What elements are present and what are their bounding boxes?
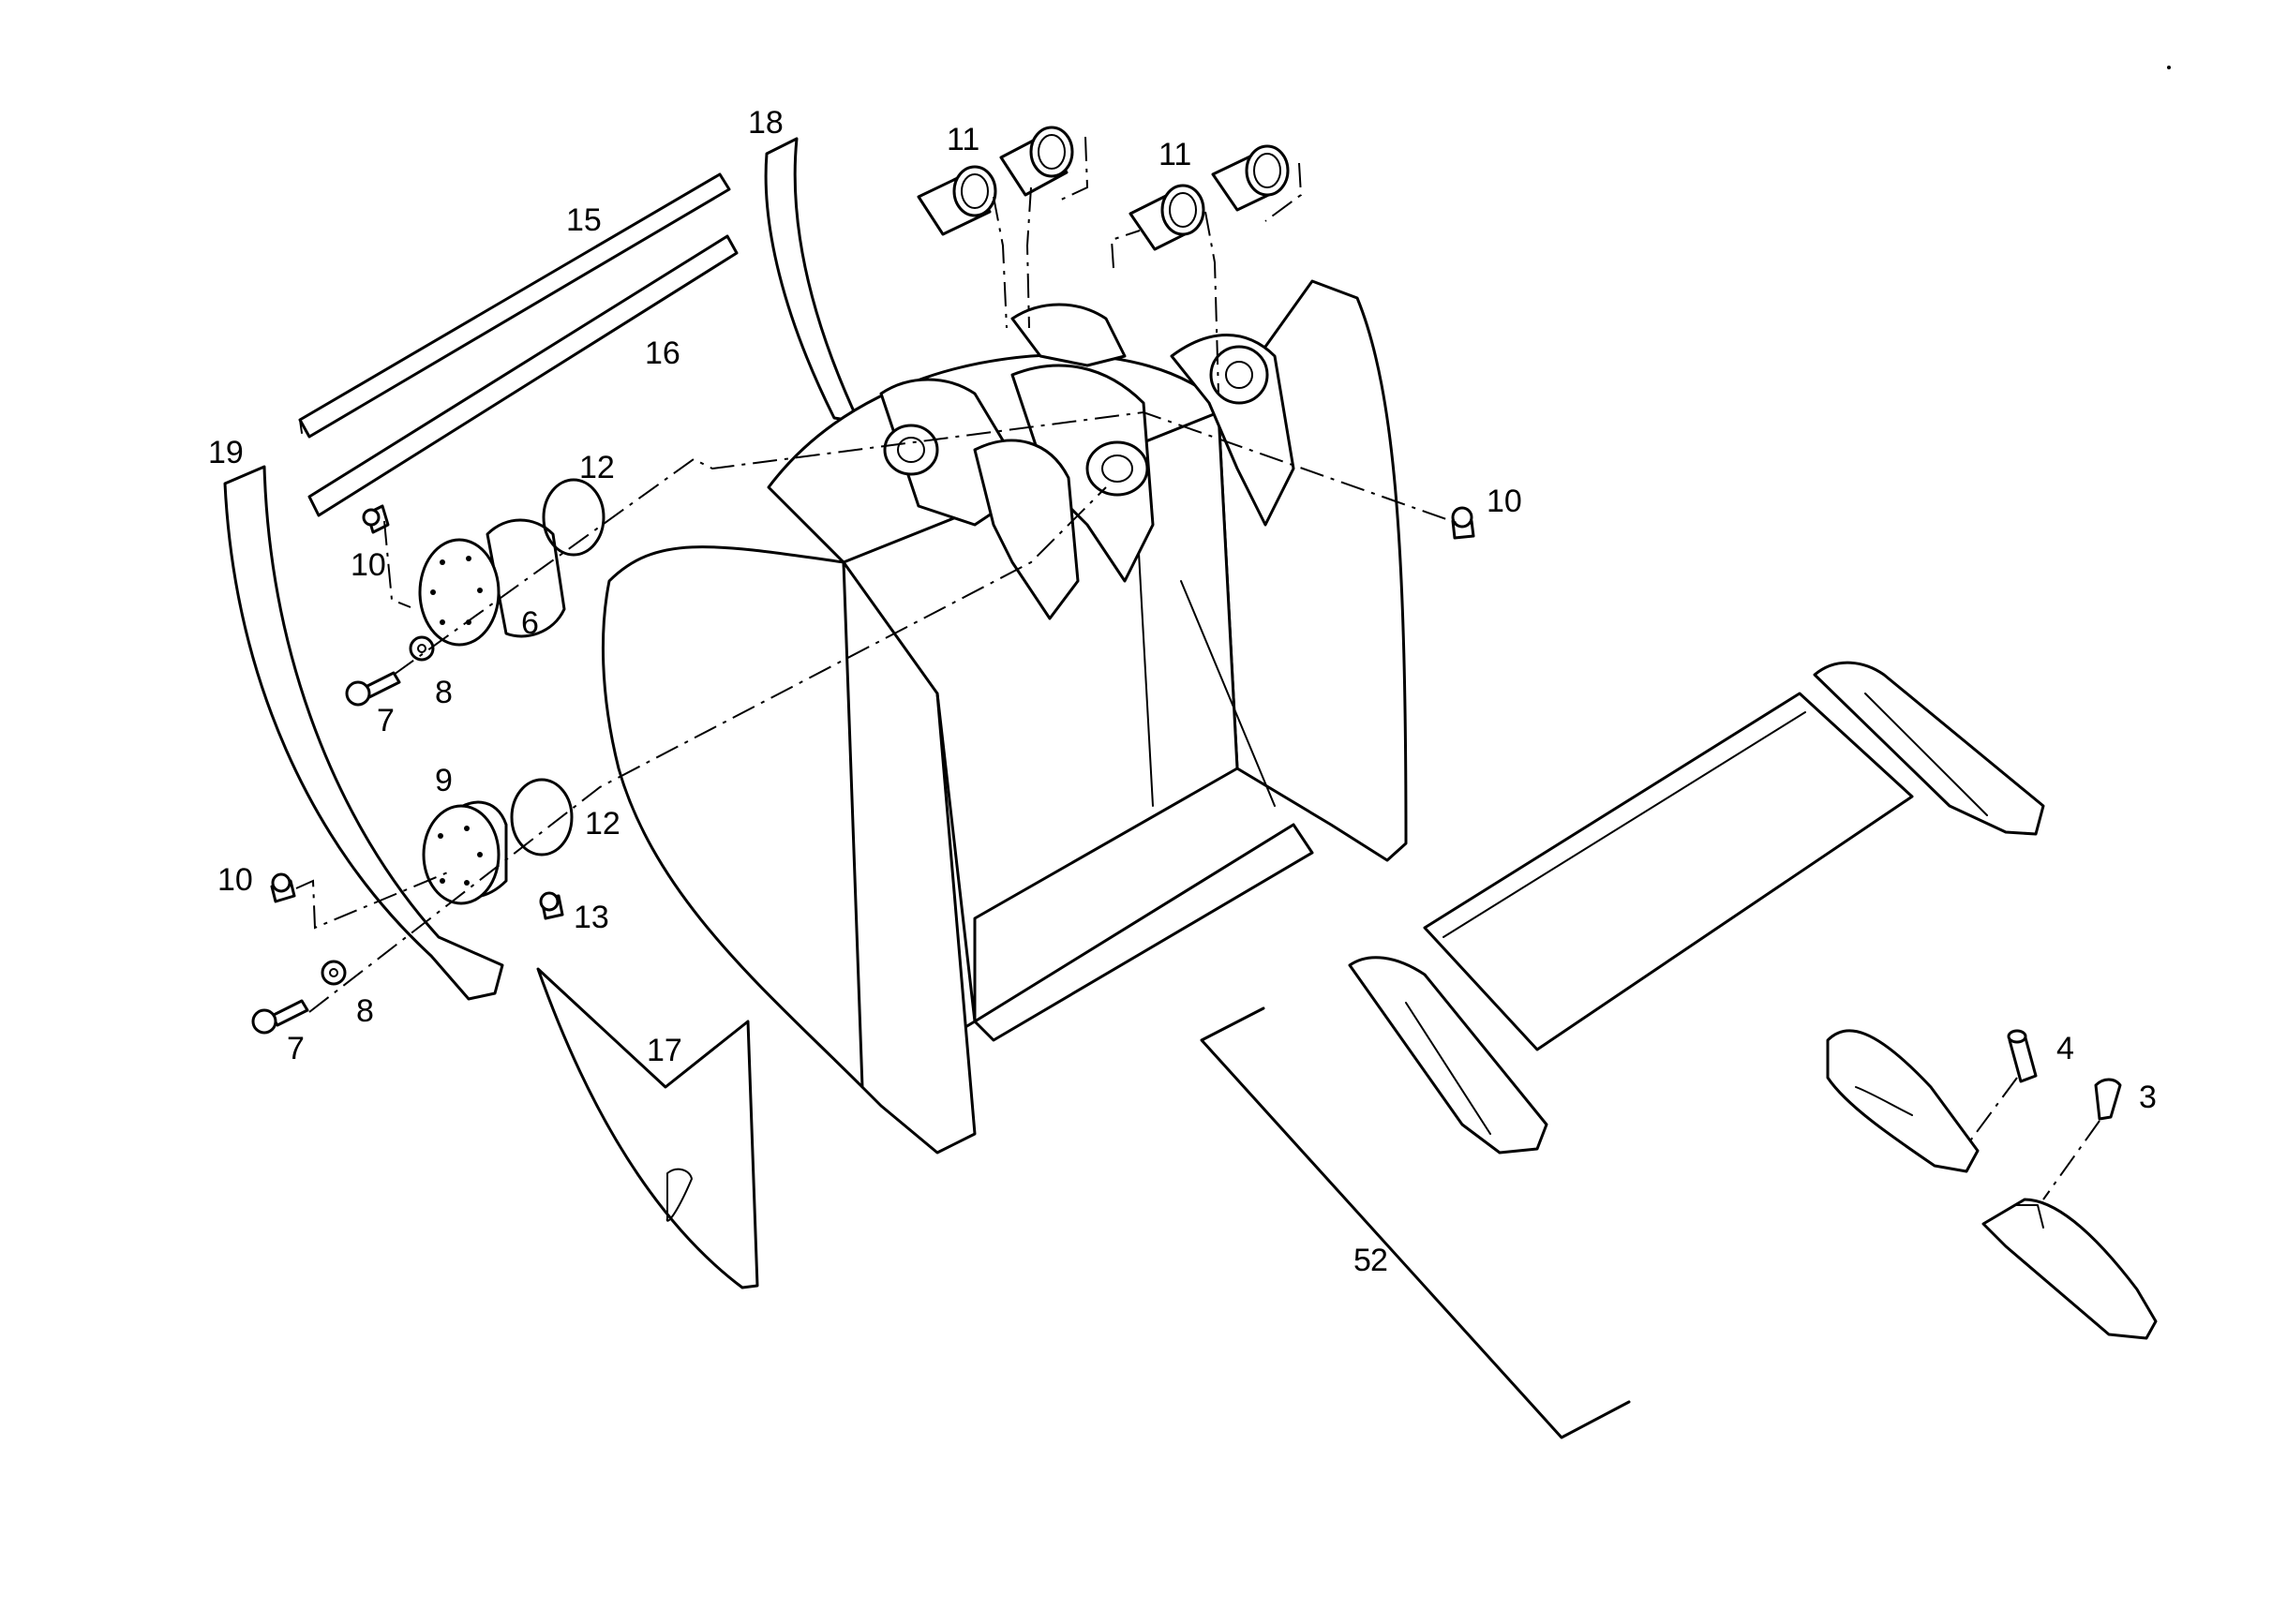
callout-16: 16 xyxy=(645,335,680,371)
part-4-pin xyxy=(2007,1029,2038,1083)
part-11-bushings-left xyxy=(917,126,1074,236)
callout-4: 4 xyxy=(2056,1031,2074,1066)
callout-18: 18 xyxy=(748,105,784,141)
centerline-bushing-b xyxy=(1025,186,1032,329)
part-5-tooth-assembly xyxy=(1348,661,2045,1155)
callout-10-c: 10 xyxy=(217,862,253,898)
part-13-plug xyxy=(539,891,564,920)
callout-8-lower: 8 xyxy=(356,993,374,1029)
part-10-grease-nipple-b xyxy=(1451,506,1475,540)
callout-2: 2 xyxy=(1370,1243,1388,1278)
centerline-bushing-e xyxy=(1110,230,1141,269)
callout-12-upper: 12 xyxy=(579,450,615,485)
callout-10-b: 10 xyxy=(1487,484,1522,519)
centerline-bushing-f xyxy=(1264,162,1303,222)
part-10-grease-nipple-a xyxy=(362,504,390,534)
part-3-retainer xyxy=(2094,1078,2122,1121)
part-17-side-plate xyxy=(536,967,759,1289)
centerline-nipple-a xyxy=(383,520,411,608)
centerline-bushing-c xyxy=(1058,136,1089,201)
part-10-grease-nipple-c xyxy=(270,872,296,903)
centerline-bushing-d xyxy=(1204,211,1219,395)
part-9-hub xyxy=(422,800,508,905)
callout-5: 5 xyxy=(1353,1243,1371,1278)
centerline-hub-lower xyxy=(308,486,1107,1013)
callout-11-right: 11 xyxy=(1158,137,1191,172)
part-7-bolt-upper xyxy=(345,671,401,707)
callout-11-left: 11 xyxy=(947,122,979,157)
centerline-pin xyxy=(1967,1077,2018,1144)
callout-12-lower: 12 xyxy=(585,806,620,842)
callout-19: 19 xyxy=(208,435,244,470)
callout-8-upper: 8 xyxy=(435,675,453,710)
callout-15: 15 xyxy=(566,202,602,238)
centerline-bushing-a xyxy=(993,196,1008,329)
callout-7-upper: 7 xyxy=(377,703,395,738)
callout-17: 17 xyxy=(647,1033,682,1068)
callout-9: 9 xyxy=(435,763,453,798)
callout-6: 6 xyxy=(521,605,539,641)
callout-7-lower: 7 xyxy=(287,1031,305,1066)
bucket-body xyxy=(601,279,1408,1155)
callout-13: 13 xyxy=(574,900,609,935)
part-4-tooth xyxy=(1826,1029,1980,1173)
centerline-hub-upper xyxy=(393,410,1463,676)
centerline-nipple-c xyxy=(295,871,451,930)
leader-bracket-5 xyxy=(1200,1006,1631,1439)
part-19-side-cutter xyxy=(223,465,504,1001)
part-15-wear-strip xyxy=(298,172,731,439)
speck xyxy=(2167,66,2171,69)
part-11-bushings-right xyxy=(1129,144,1290,251)
part-8-washer-lower xyxy=(321,960,347,986)
callout-10-a: 10 xyxy=(351,547,386,583)
part-7-bolt-lower xyxy=(251,999,309,1035)
callout-3: 3 xyxy=(2139,1080,2157,1115)
part-16-wear-strip xyxy=(307,234,739,517)
part-8-washer-upper xyxy=(409,635,435,662)
part-12-o-ring-lower xyxy=(510,778,574,857)
part-18-side-cutter xyxy=(764,137,860,424)
centerline-retainer xyxy=(2042,1120,2100,1200)
part-12-o-ring-upper xyxy=(542,478,605,557)
part-6-hub xyxy=(418,518,566,647)
part-2-adapter xyxy=(1981,1198,2158,1340)
